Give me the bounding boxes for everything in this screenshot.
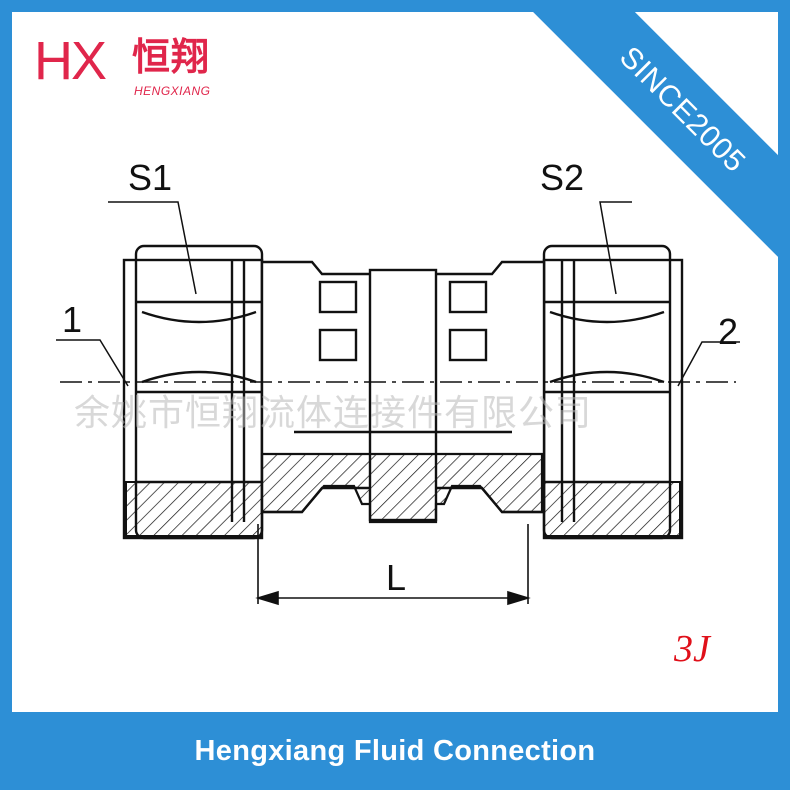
label-port-2: 2 <box>718 311 738 352</box>
company-logo: HX 恒翔 HENGXIANG <box>30 30 260 110</box>
logo-mark: HX <box>34 31 107 91</box>
ribbon-text: SINCE2005 <box>613 40 752 179</box>
label-port-1: 1 <box>62 299 82 340</box>
right-nut-section <box>543 481 681 537</box>
label-s2: S2 <box>540 157 584 198</box>
dimension-l <box>255 524 531 606</box>
center-body-section <box>260 452 544 524</box>
logo-chinese: 恒翔 <box>132 35 211 79</box>
logo-english: HENGXIANG <box>134 84 211 98</box>
label-length: L <box>386 557 406 598</box>
model-code: 3J <box>674 628 710 670</box>
fitting-drawing: S1 S2 1 2 L <box>56 157 740 606</box>
ribbon-area: SINCE2005 <box>12 12 778 712</box>
left-nut-section <box>125 481 263 537</box>
leader-lines <box>56 201 740 387</box>
company-watermark: 余姚市恒翔流体连接件有限公司 <box>74 393 593 434</box>
since-ribbon: SINCE2005 <box>500 12 778 292</box>
label-s1: S1 <box>128 157 172 198</box>
footer-caption: Hengxiang Fluid Connection <box>194 734 596 767</box>
diagram-panel: S1 S2 1 2 L 余姚市恒翔流体连接件有限公司 HX 恒翔 HENGXIA… <box>12 12 778 712</box>
